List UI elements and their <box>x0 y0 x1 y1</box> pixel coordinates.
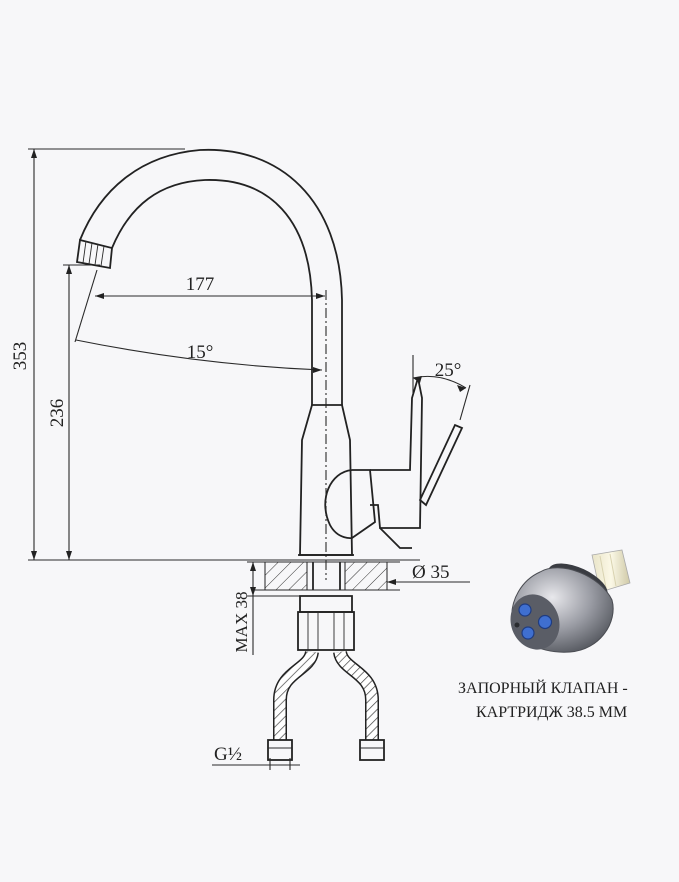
faucet-base <box>298 377 464 556</box>
cartridge-caption: ЗАПОРНЫЙ КЛАПАН - КАРТРИДЖ 38.5 ММ <box>458 678 628 721</box>
max38-label: MAX 38 <box>232 592 251 653</box>
flex-hoses <box>267 650 385 761</box>
thread-label: G½ <box>214 744 242 765</box>
dimension-236: 236 <box>47 264 100 560</box>
angle-25: 25° <box>412 355 471 421</box>
angle-15: 15° <box>74 269 323 373</box>
faucet-spout <box>75 148 343 580</box>
dimension-353: 353 <box>10 148 185 560</box>
cartridge-illustration <box>510 549 631 653</box>
angle-15-label: 15° <box>187 342 214 363</box>
cartridge-caption-line1: ЗАПОРНЫЙ КЛАПАН - <box>458 678 628 697</box>
angle-25-label: 25° <box>435 360 462 381</box>
dimension-177-label: 177 <box>186 274 215 295</box>
dimension-thread: G½ <box>212 744 300 770</box>
dimension-diameter: Ø 35 <box>387 562 470 585</box>
dimension-177: 177 <box>95 274 325 299</box>
cartridge-caption-line2: КАРТРИДЖ 38.5 ММ <box>476 704 627 721</box>
dimension-353-label: 353 <box>10 342 31 371</box>
dimension-236-label: 236 <box>47 399 68 428</box>
mounting-assembly <box>297 595 355 651</box>
countertop-section <box>255 561 400 591</box>
diameter-label: Ø 35 <box>412 562 449 583</box>
dimension-max38: MAX 38 <box>232 561 300 655</box>
